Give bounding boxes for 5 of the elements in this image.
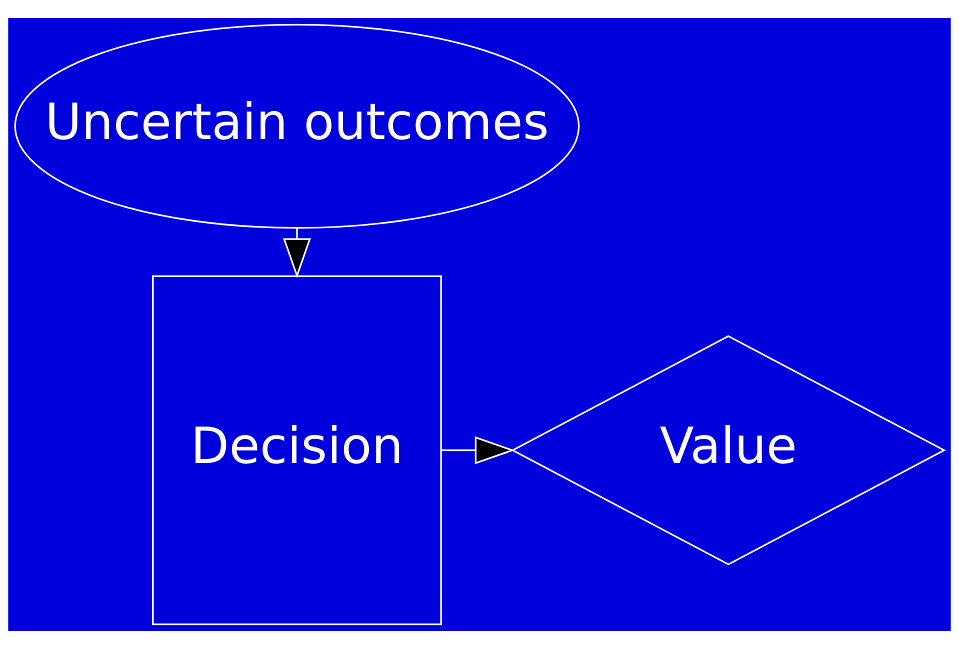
node-box: Decision: [152, 275, 442, 626]
node-ellipse: Uncertain outcomes: [14, 24, 580, 229]
arrow: [282, 228, 311, 278]
node-diamond: Value: [510, 335, 946, 566]
arrow: [441, 436, 515, 464]
